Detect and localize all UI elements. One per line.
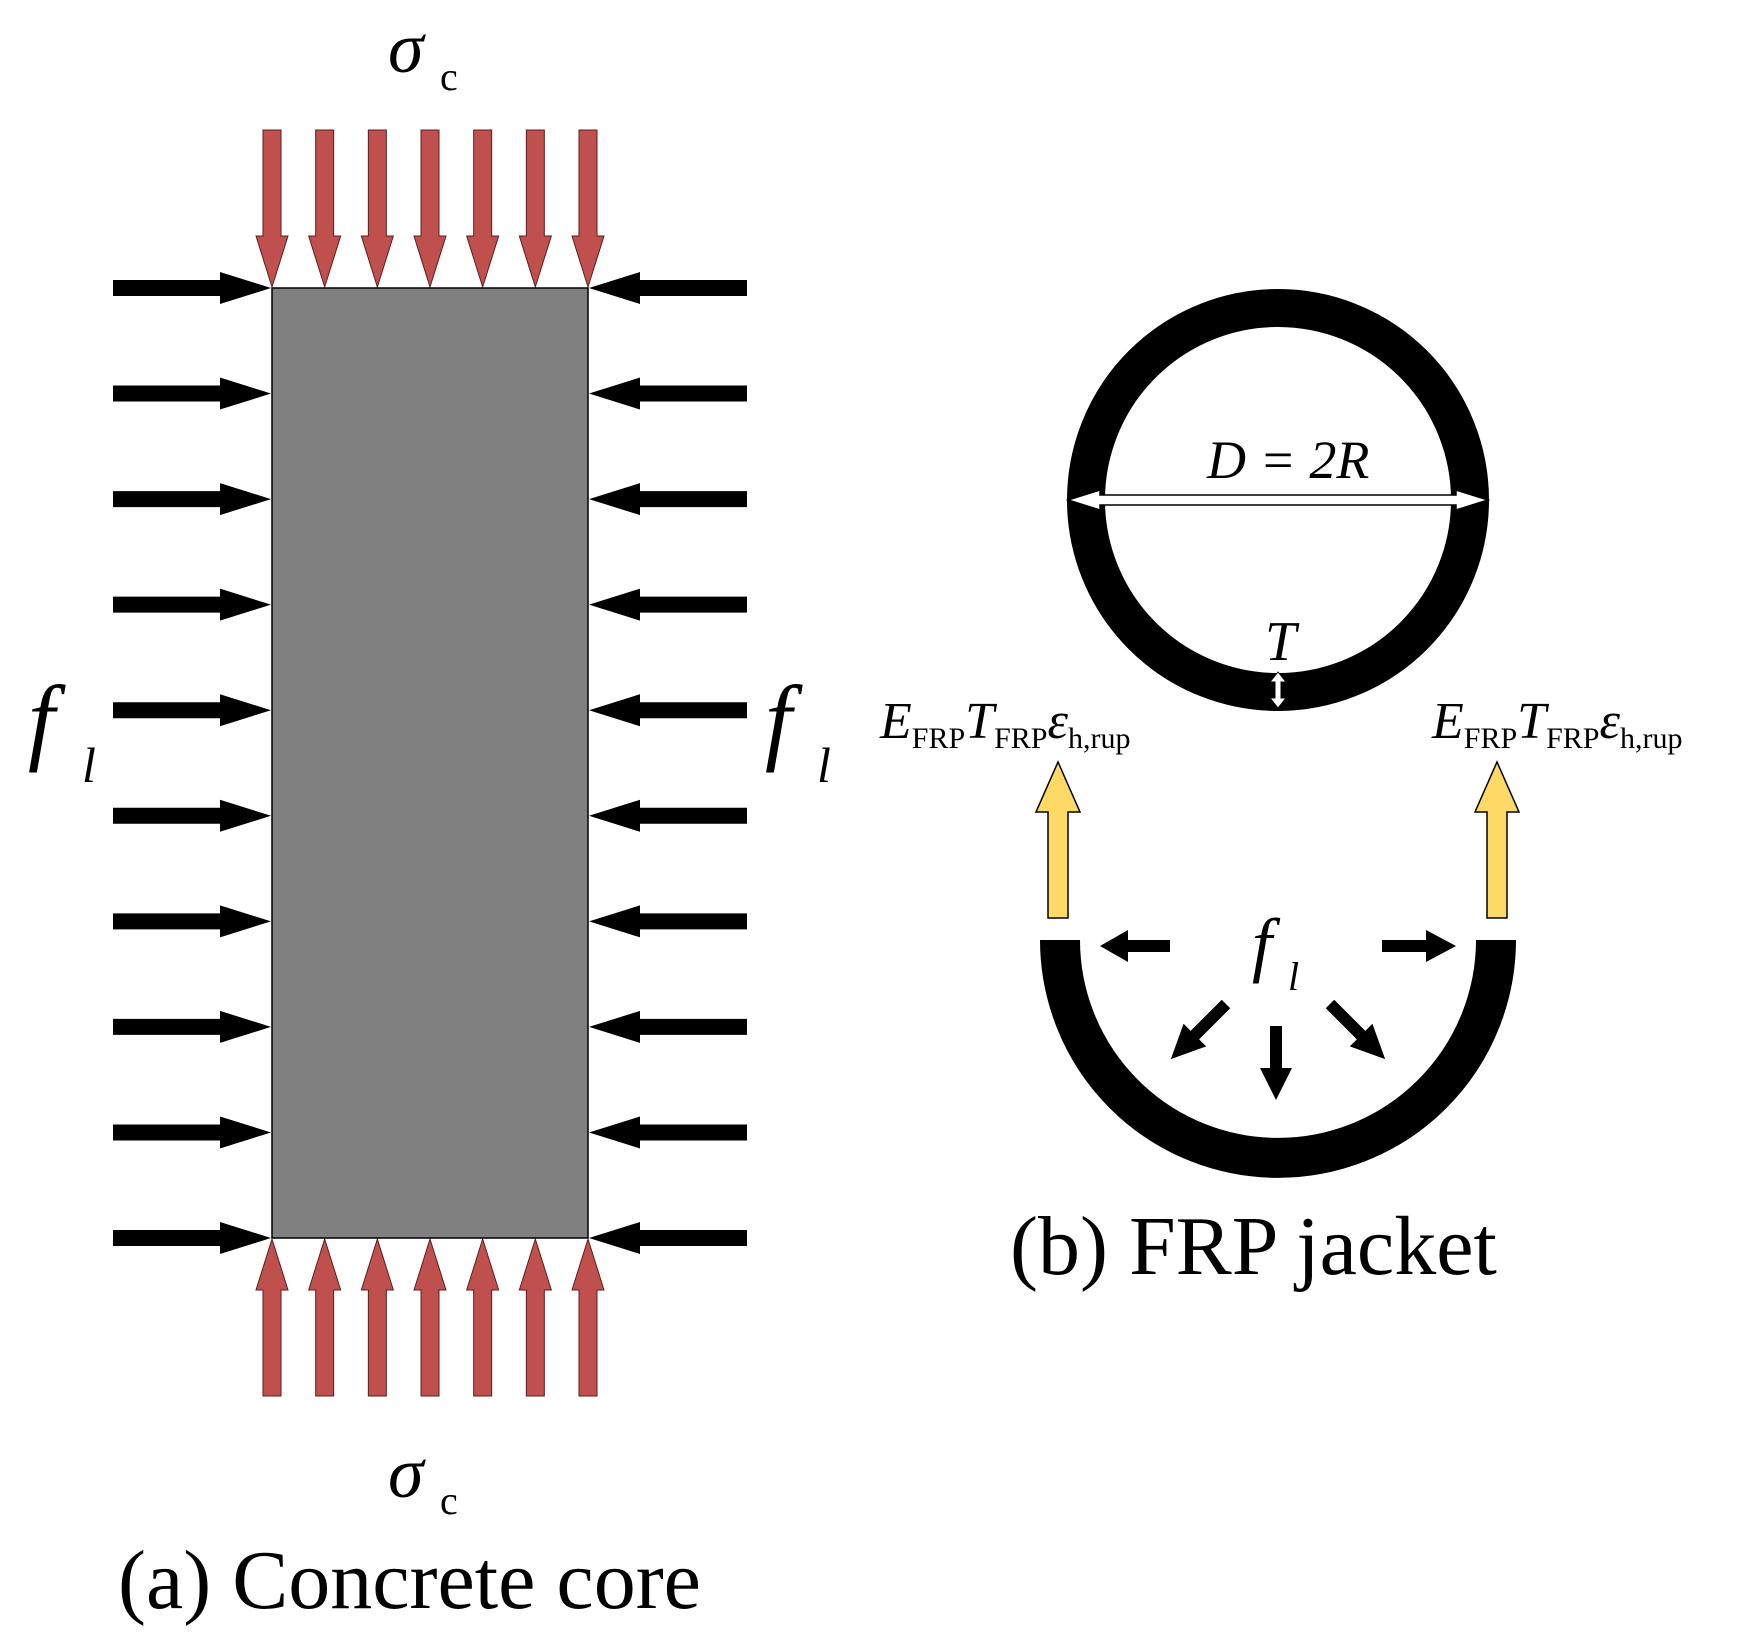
- lateral-left-subscript: l: [82, 737, 96, 793]
- lateral-arrow-right: [589, 483, 747, 516]
- axial-arrow-bottom: [307, 1237, 342, 1397]
- frp-half-jacket: [1040, 939, 1516, 1178]
- caption-frp-jacket: (b) FRP jacket: [1010, 1200, 1497, 1293]
- pressure-subscript: l: [1288, 954, 1299, 999]
- concrete-core-block: [271, 287, 589, 1239]
- hoop-force-arrow-right: [1473, 760, 1521, 919]
- lateral-right-subscript: l: [817, 737, 831, 793]
- lateral-left-symbol: f: [28, 666, 66, 773]
- axial-arrow-top: [571, 129, 605, 289]
- hoop-force-label-right: EFRPTFRPεh,rup: [1431, 693, 1682, 755]
- lateral-arrow-left: [113, 1010, 271, 1043]
- axial-arrow-bottom: [255, 1237, 289, 1397]
- lateral-arrow-right: [589, 694, 747, 727]
- lateral-arrow-right: [589, 1116, 747, 1149]
- thickness-dimension-arrow: [1268, 671, 1288, 709]
- axial-arrow-top: [465, 129, 500, 289]
- lateral-arrows-right: [589, 272, 747, 1254]
- lateral-arrow-right: [589, 799, 747, 832]
- panel-concrete-core: σ c f l f l σ c (a) Concrete core: [28, 8, 831, 1627]
- diameter-label: D = 2R: [1206, 430, 1369, 490]
- pressure-arrow-down-left: [1170, 999, 1231, 1060]
- lateral-arrow-left: [113, 905, 271, 938]
- sigma-top-symbol: σ: [388, 8, 426, 88]
- sigma-top-subscript: c: [440, 54, 458, 99]
- lateral-arrow-right: [589, 377, 747, 410]
- lateral-right-symbol: f: [765, 666, 803, 773]
- pressure-arrow-down-right: [1325, 999, 1386, 1060]
- pressure-arrows: [1100, 930, 1456, 1100]
- axial-arrow-top: [360, 129, 395, 289]
- lateral-arrow-right: [589, 1222, 747, 1254]
- sigma-bottom-symbol: σ: [388, 1433, 426, 1513]
- pressure-arrow-down: [1260, 1026, 1292, 1100]
- lateral-arrow-left: [113, 1116, 271, 1149]
- axial-arrow-bottom: [518, 1237, 553, 1397]
- axial-arrow-bottom: [465, 1237, 500, 1397]
- pressure-symbol: f: [1252, 904, 1281, 984]
- lateral-arrow-right: [589, 272, 747, 304]
- lateral-arrow-left: [113, 483, 271, 516]
- lateral-arrow-left: [113, 377, 271, 410]
- panel-frp-jacket: D = 2R T EFRPTFRPεh,rup EFRPTFRPεh,rup: [879, 289, 1682, 1293]
- pressure-arrow-right: [1382, 930, 1456, 962]
- lateral-arrow-right: [589, 905, 747, 938]
- axial-arrows-top: [255, 129, 605, 289]
- lateral-arrow-left: [113, 1222, 271, 1254]
- hoop-force-label-left: EFRPTFRPεh,rup: [879, 693, 1130, 755]
- lateral-arrow-right: [589, 1010, 747, 1043]
- lateral-arrows-left: [113, 272, 271, 1254]
- axial-arrow-bottom: [360, 1237, 395, 1397]
- axial-arrow-top: [255, 129, 289, 289]
- lateral-arrow-right: [589, 588, 747, 621]
- pressure-arrow-left: [1100, 930, 1170, 962]
- lateral-arrow-left: [113, 588, 271, 621]
- lateral-arrow-left: [113, 272, 271, 304]
- axial-arrow-top: [413, 129, 447, 289]
- axial-arrow-top: [307, 129, 342, 289]
- sigma-bottom-subscript: c: [440, 1478, 458, 1523]
- lateral-arrow-left: [113, 694, 271, 727]
- axial-arrows-bottom: [255, 1237, 605, 1397]
- axial-arrow-top: [518, 129, 553, 289]
- diameter-dimension-arrow: [1065, 488, 1491, 512]
- caption-concrete-core: (a) Concrete core: [118, 1534, 701, 1627]
- hoop-force-arrow-left: [1034, 760, 1082, 919]
- axial-arrow-bottom: [571, 1237, 605, 1397]
- axial-arrow-bottom: [413, 1237, 447, 1397]
- thickness-label: T: [1265, 611, 1300, 673]
- lateral-arrow-left: [113, 799, 271, 832]
